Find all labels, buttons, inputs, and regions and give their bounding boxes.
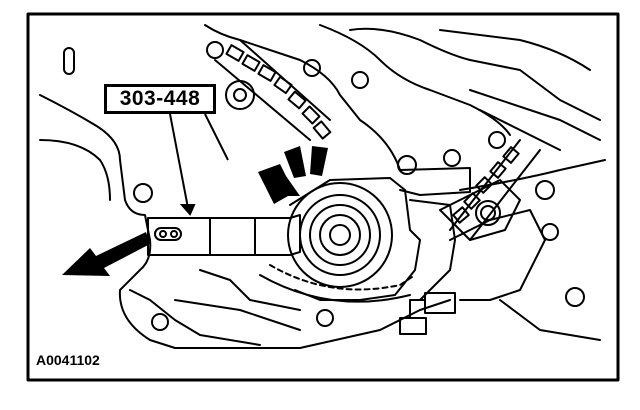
bolt-hole: [206, 41, 224, 59]
crankshaft-sprocket: [287, 182, 393, 288]
bolt-hole: [443, 149, 461, 167]
callout-leader: [169, 113, 189, 209]
left-flange: [39, 139, 111, 201]
engine-block-outline: [39, 94, 451, 349]
upper-right-housing: [319, 24, 511, 136]
upper-housing: [204, 24, 401, 171]
tool-number-callout: 303-448: [104, 84, 216, 114]
figure-border: [26, 12, 620, 382]
lower-bracket: [399, 292, 456, 335]
timing-chain-left: [214, 39, 332, 141]
direction-arrow: [284, 146, 306, 178]
bolt-hole: [351, 71, 369, 89]
direction-arrow: [310, 146, 328, 176]
callout-leader: [204, 113, 229, 161]
tool-303-448: [147, 214, 301, 256]
bolt-hole: [133, 183, 153, 203]
bolt-hole: [565, 287, 585, 307]
slot: [63, 47, 75, 75]
direction-arrow: [258, 164, 300, 204]
engine-block-lower: [129, 289, 301, 346]
bolt-hole: [488, 131, 506, 149]
figure-id: A0041102: [36, 352, 100, 368]
bolt-hole: [151, 313, 169, 331]
oil-pump-housing: [289, 177, 421, 301]
pointer-arrow-large: [62, 232, 150, 276]
bolt-hole: [397, 155, 417, 175]
oil-pan-curve: [269, 264, 416, 291]
bolt-hole: [303, 59, 321, 77]
bolt-hole: [316, 309, 334, 327]
idler-pulley: [225, 80, 255, 110]
bolt-hole: [535, 180, 555, 200]
